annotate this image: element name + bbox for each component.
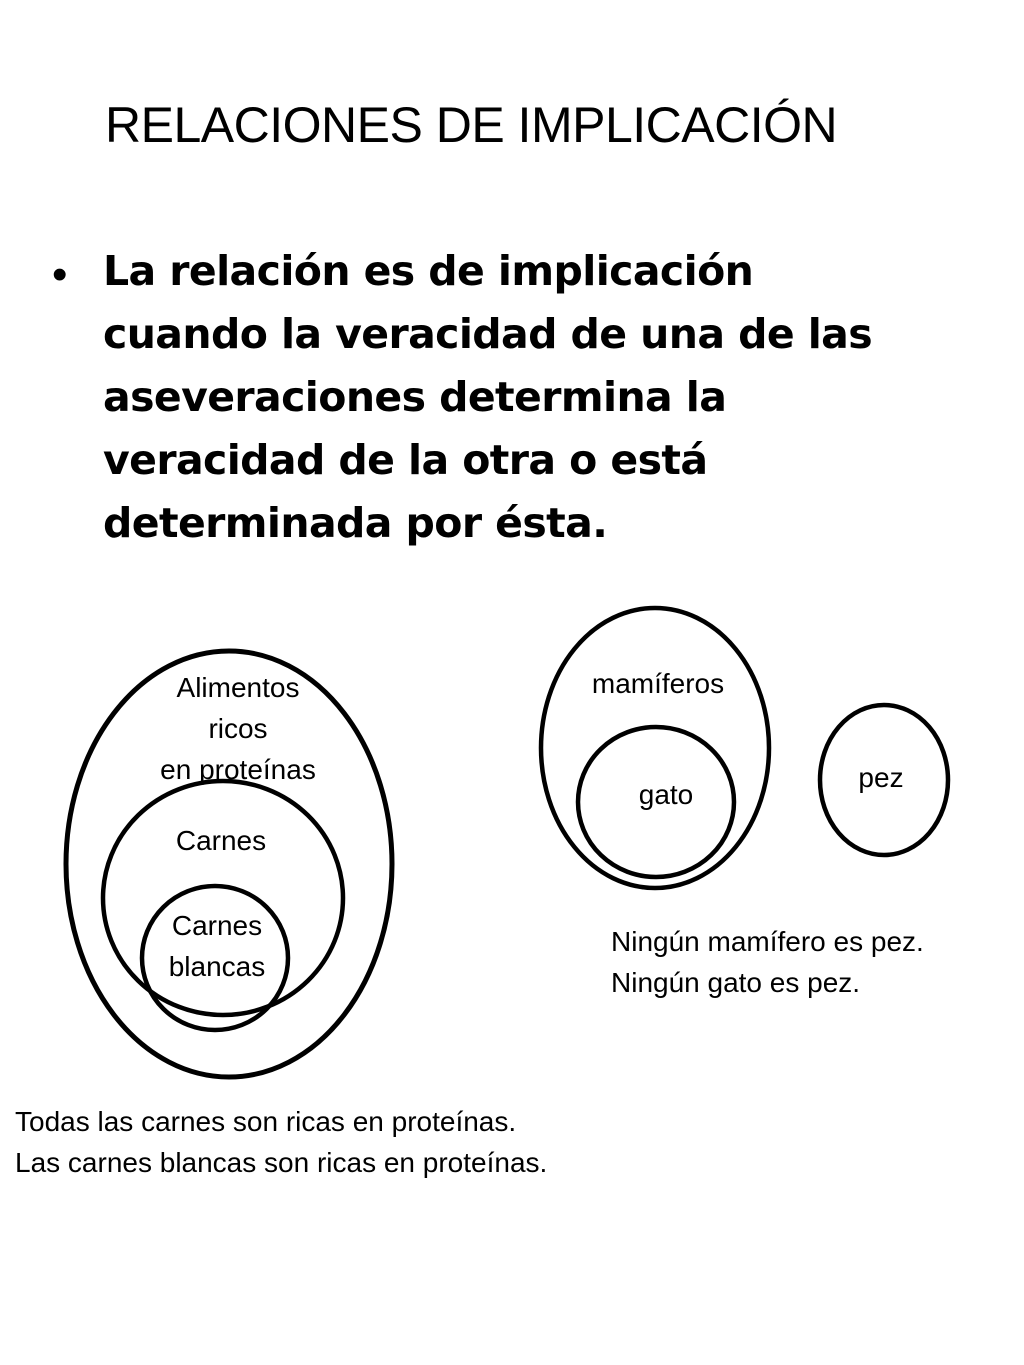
- bullet-line: cuando la veracidad de una de las: [103, 310, 873, 358]
- label-line: ricos: [208, 713, 268, 744]
- bullet-line: aseveraciones determina la: [103, 373, 727, 421]
- slide-title: RELACIONES DE IMPLICACIÓN: [105, 97, 838, 153]
- label-pez: pez: [858, 762, 904, 793]
- ellipse-alimentos: [63, 648, 395, 1080]
- bullet-line: determinada por ésta.: [103, 499, 608, 547]
- ellipse-carnes: [100, 778, 346, 1018]
- bullet-text: La relación es de implicación cuando la …: [103, 240, 993, 555]
- bullet-line: veracidad de la otra o está: [103, 436, 708, 484]
- caption-left: Todas las carnes son ricas en proteínas.…: [15, 1101, 547, 1183]
- label-alimentos: Alimentos ricos en proteínas: [128, 667, 348, 790]
- bullet-marker: •: [52, 250, 68, 299]
- caption-line: Todas las carnes son ricas en proteínas.: [15, 1106, 517, 1137]
- ellipse-gato: [575, 724, 737, 880]
- caption-line: Ningún gato es pez.: [611, 967, 861, 998]
- bullet-line: La relación es de implicación: [103, 247, 754, 295]
- label-line: en proteínas: [160, 754, 316, 785]
- caption-line: Ningún mamífero es pez.: [611, 926, 924, 957]
- label-carnes: Carnes: [175, 825, 267, 856]
- caption-right: Ningún mamífero es pez. Ningún gato es p…: [611, 921, 924, 1003]
- label-gato: gato: [638, 779, 694, 810]
- label-mamiferos: mamíferos: [591, 668, 725, 699]
- ellipse-mamiferos: [538, 605, 772, 891]
- label-carnes-blancas: Carnes blancas: [122, 905, 312, 987]
- ellipse-carnes-blancas: [139, 883, 291, 1033]
- label-line: Carnes: [171, 910, 263, 941]
- ellipse-pez: [817, 702, 951, 858]
- label-line: Alimentos: [176, 672, 300, 703]
- caption-line: Las carnes blancas son ricas en proteína…: [15, 1147, 548, 1178]
- label-line: blancas: [168, 951, 266, 982]
